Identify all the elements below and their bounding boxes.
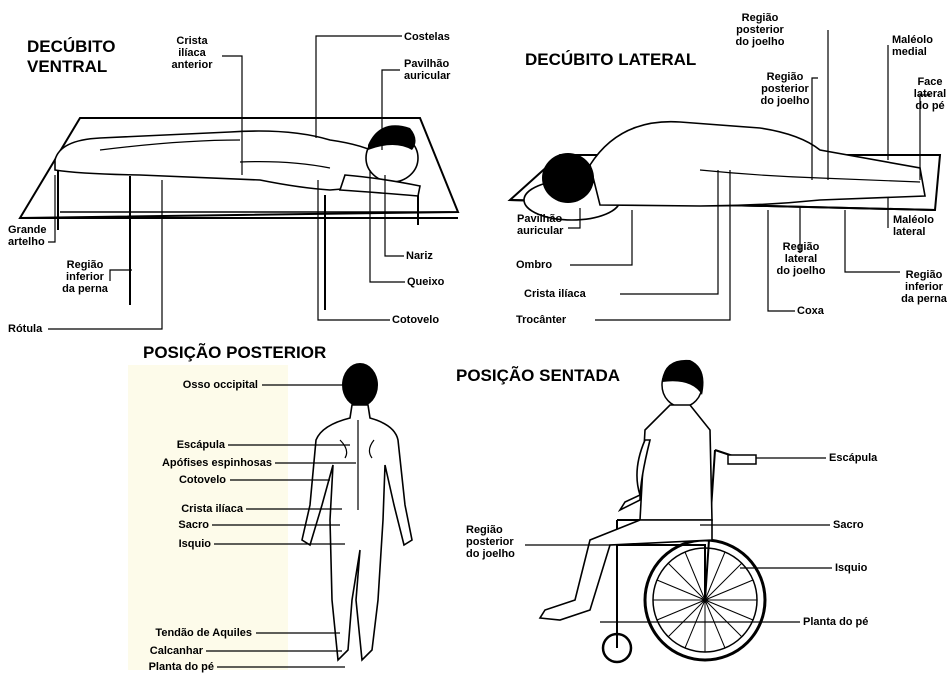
posterior-title: POSIÇÃO POSTERIOR xyxy=(143,343,326,363)
label-regiao-inferior-perna-lateral: Região inferior da perna xyxy=(898,269,950,305)
label-planta-pe-sentada: Planta do pé xyxy=(803,616,868,628)
label-apofises-espinhosas: Apófises espinhosas xyxy=(130,457,272,469)
label-regiao-inferior-perna-ventral: Região inferior da perna xyxy=(58,259,112,295)
label-coxa: Coxa xyxy=(797,305,824,317)
label-regiao-posterior-joelho-sentada: Região posterior do joelho xyxy=(466,524,515,560)
label-cotovelo-ventral: Cotovelo xyxy=(392,314,439,326)
label-pavilhao-auricular-lateral: Pavilhão auricular xyxy=(517,213,563,237)
label-planta-pe-posterior: Planta do pé xyxy=(130,661,214,673)
label-crista-iliaca-lateral: Crista ilíaca xyxy=(524,288,586,300)
label-osso-occipital: Osso occipital xyxy=(130,379,258,391)
label-isquio-posterior: Isquio xyxy=(130,538,211,550)
label-calcanhar: Calcanhar xyxy=(130,645,203,657)
label-face-lateral-pe: Face lateral do pé xyxy=(910,76,950,112)
label-crista-iliaca-anterior: Crista ilíaca anterior xyxy=(162,35,222,71)
label-tendao-aquiles: Tendão de Aquiles xyxy=(130,627,252,639)
label-regiao-posterior-joelho-top: Região posterior do joelho xyxy=(722,12,798,48)
label-regiao-lateral-joelho: Região lateral do joelho xyxy=(774,241,828,277)
label-sacro-sentada: Sacro xyxy=(833,519,864,531)
label-maleolo-lateral: Maléolo lateral xyxy=(893,214,934,238)
label-sacro-posterior: Sacro xyxy=(130,519,209,531)
label-grande-artelho: Grande artelho xyxy=(8,224,47,248)
sentada-figure xyxy=(540,360,765,662)
posterior-background xyxy=(128,365,288,670)
label-pavilhao-auricular-ventral: Pavilhão auricular xyxy=(404,58,450,82)
label-nariz: Nariz xyxy=(406,250,433,262)
sentada-title: POSIÇÃO SENTADA xyxy=(456,366,620,386)
label-maleolo-medial: Maléolo medial xyxy=(892,34,933,58)
ventral-title: DECÚBITO VENTRAL xyxy=(27,37,115,77)
label-ombro: Ombro xyxy=(516,259,552,271)
label-trocanter: Trocânter xyxy=(516,314,566,326)
lateral-title: DECÚBITO LATERAL xyxy=(525,50,696,70)
label-cotovelo-posterior: Cotovelo xyxy=(130,474,226,486)
label-escapula-sentada: Escápula xyxy=(829,452,877,464)
posterior-figure xyxy=(302,363,412,660)
lateral-figure xyxy=(510,122,940,220)
label-isquio-sentada: Isquio xyxy=(835,562,867,574)
label-escapula-posterior: Escápula xyxy=(130,439,225,451)
label-crista-iliaca-posterior: Crista ilíaca xyxy=(130,503,243,515)
label-costelas: Costelas xyxy=(404,31,450,43)
label-queixo: Queixo xyxy=(407,276,444,288)
label-regiao-posterior-joelho-mid: Região posterior do joelho xyxy=(754,71,816,107)
label-rotula: Rótula xyxy=(8,323,42,335)
